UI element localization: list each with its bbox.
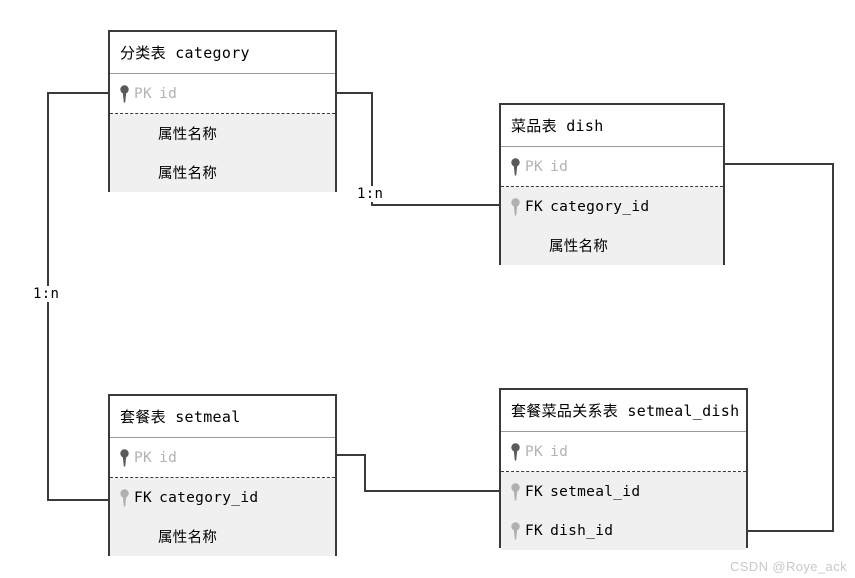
field-row-fk[interactable]: FK setmeal_id bbox=[501, 472, 746, 511]
field-row-fk[interactable]: FK category_id bbox=[501, 187, 723, 226]
pk-section-setmeal: PK id bbox=[110, 438, 335, 478]
field-label-pk: PK bbox=[525, 158, 544, 175]
connector-setmeal-setmealdish bbox=[337, 454, 499, 492]
fk-key-icon bbox=[118, 488, 131, 507]
field-row-fk[interactable]: FK dish_id bbox=[501, 511, 746, 550]
field-label-pk: PK bbox=[525, 443, 544, 460]
field-name-pk: id bbox=[159, 449, 178, 466]
field-name-attr: 属性名称 bbox=[158, 127, 218, 143]
field-name-fk: setmeal_id bbox=[550, 483, 641, 500]
entity-setmeal[interactable]: 套餐表 setmeal PK id bbox=[108, 394, 337, 556]
pk-key-icon bbox=[118, 448, 131, 467]
entity-title-setmeal-dish: 套餐菜品关系表 setmeal_dish bbox=[501, 390, 746, 432]
field-name-pk: id bbox=[550, 443, 569, 460]
entity-dish[interactable]: 菜品表 dish PK id bbox=[499, 103, 725, 265]
field-label-pk: PK bbox=[134, 85, 153, 102]
field-row-attr[interactable]: 属性名称 bbox=[110, 153, 335, 192]
field-name-pk: id bbox=[550, 158, 569, 175]
field-name-attr: 属性名称 bbox=[158, 166, 218, 182]
field-label-fk: FK bbox=[525, 483, 544, 500]
fk-key-icon bbox=[509, 197, 522, 216]
field-row-pk[interactable]: PK id bbox=[501, 432, 746, 471]
attr-section-setmeal-dish: FK setmeal_id FK dish_id bbox=[501, 472, 746, 550]
field-row-pk[interactable]: PK id bbox=[501, 147, 723, 186]
pk-key-icon bbox=[509, 157, 522, 176]
field-row-attr[interactable]: 属性名称 bbox=[110, 114, 335, 153]
field-row-pk[interactable]: PK id bbox=[110, 438, 335, 477]
field-label-fk: FK bbox=[525, 522, 544, 539]
field-name-fk: category_id bbox=[550, 198, 650, 215]
field-name-attr: 属性名称 bbox=[549, 239, 609, 255]
cardinality-label-category-dish: 1:n bbox=[355, 186, 386, 202]
cardinality-label-category-setmeal: 1:n bbox=[31, 286, 62, 302]
field-row-fk[interactable]: FK category_id bbox=[110, 478, 335, 517]
entity-category[interactable]: 分类表 category PK id 属性名称 属性名称 bbox=[108, 30, 337, 192]
field-label-fk: FK bbox=[525, 198, 544, 215]
entity-setmeal-dish[interactable]: 套餐菜品关系表 setmeal_dish PK id bbox=[499, 388, 748, 550]
field-name-fk: dish_id bbox=[550, 522, 614, 539]
pk-key-icon bbox=[509, 442, 522, 461]
entity-title-setmeal: 套餐表 setmeal bbox=[110, 396, 335, 438]
attr-section-dish: FK category_id 属性名称 bbox=[501, 187, 723, 265]
field-name-fk: category_id bbox=[159, 489, 259, 506]
fk-key-icon bbox=[509, 521, 522, 540]
entity-title-category: 分类表 category bbox=[110, 32, 335, 74]
field-row-attr[interactable]: 属性名称 bbox=[501, 226, 723, 265]
pk-section-dish: PK id bbox=[501, 147, 723, 187]
watermark: CSDN @Roye_ack bbox=[729, 559, 847, 574]
field-name-pk: id bbox=[159, 85, 178, 102]
field-name-attr: 属性名称 bbox=[158, 530, 218, 546]
pk-section-category: PK id bbox=[110, 74, 335, 114]
attr-section-setmeal: FK category_id 属性名称 bbox=[110, 478, 335, 556]
entity-title-dish: 菜品表 dish bbox=[501, 105, 723, 147]
fk-key-icon bbox=[509, 482, 522, 501]
attr-section-category: 属性名称 属性名称 bbox=[110, 114, 335, 192]
field-label-fk: FK bbox=[134, 489, 153, 506]
field-label-pk: PK bbox=[134, 449, 153, 466]
pk-key-icon bbox=[118, 84, 131, 103]
pk-section-setmeal-dish: PK id bbox=[501, 432, 746, 472]
field-row-pk[interactable]: PK id bbox=[110, 74, 335, 113]
field-row-attr[interactable]: 属性名称 bbox=[110, 517, 335, 556]
